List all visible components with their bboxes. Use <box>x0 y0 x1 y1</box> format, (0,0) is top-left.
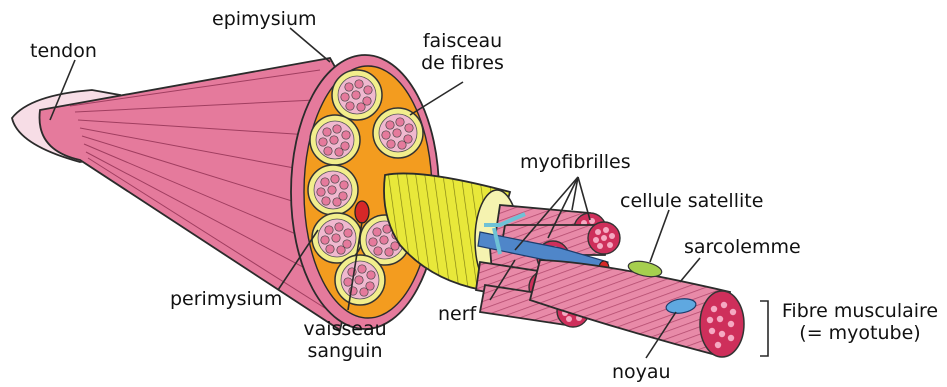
muscle-fiber <box>530 260 730 355</box>
fascicle-3 <box>373 108 423 158</box>
label-nucleus: noyau <box>612 361 671 383</box>
muscle-fiber-end <box>700 291 744 357</box>
label-blood-vessel-line2: sanguin <box>290 340 400 362</box>
label-fascicle-line2: de fibres <box>400 52 525 74</box>
label-nerve: nerf <box>438 303 476 325</box>
label-blood-vessel-line1: vaisseau <box>290 318 400 340</box>
fascicle-2 <box>310 115 360 165</box>
label-fascicle: faisceau de fibres <box>400 30 525 74</box>
fascicle-1 <box>332 70 382 120</box>
label-epimysium: epimysium <box>212 8 317 30</box>
label-satellite-cell: cellule satellite <box>620 190 763 212</box>
label-fascicle-line1: faisceau <box>400 30 525 52</box>
label-muscle-fiber-line1: Fibre musculaire <box>775 300 945 322</box>
fascicle-7 <box>335 255 385 305</box>
blood-vessel <box>355 201 369 223</box>
label-blood-vessel: vaisseau sanguin <box>290 318 400 362</box>
label-myofibrils: myofibrilles <box>520 151 631 173</box>
label-perimysium: perimysium <box>170 288 282 310</box>
fascicle-4 <box>308 165 358 215</box>
label-muscle-fiber: Fibre musculaire (= myotube) <box>775 300 945 344</box>
label-tendon: tendon <box>30 40 97 62</box>
label-muscle-fiber-line2: (= myotube) <box>775 322 945 344</box>
label-sarcolemma: sarcolemme <box>684 236 801 258</box>
